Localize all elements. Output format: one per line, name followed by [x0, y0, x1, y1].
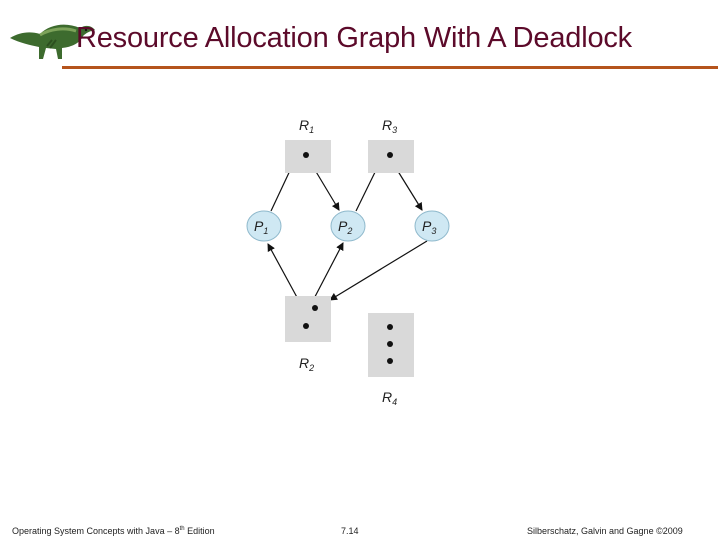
resource-label: R3	[382, 117, 397, 135]
resource-r2: R2	[285, 296, 331, 373]
process-node	[330, 210, 366, 242]
resource-label: R1	[299, 117, 314, 135]
resource-label: R2	[299, 355, 314, 373]
process-p1: P1	[246, 210, 282, 242]
resource-instance-dot	[387, 324, 393, 330]
resource-label: R4	[382, 389, 397, 407]
process-label: P3	[422, 218, 436, 236]
slide-title: Resource Allocation Graph With A Deadloc…	[76, 22, 632, 54]
resource-instance-dot	[303, 323, 309, 329]
footer-authors: Silberschatz, Galvin and Gagne ©2009	[527, 526, 683, 536]
footer-edition-suffix: Edition	[184, 526, 215, 536]
resource-instance-dot	[387, 341, 393, 347]
resource-instance-dot	[312, 305, 318, 311]
process-node	[414, 210, 450, 242]
footer-edition-sup: th	[179, 526, 185, 532]
footer-book-title-main: Operating System Concepts with Java – 8	[12, 526, 180, 536]
edge-p3-r2	[329, 240, 428, 301]
process-label: P1	[254, 218, 268, 236]
resource-box	[285, 296, 331, 342]
resource-instance-dot	[303, 152, 309, 158]
resource-instance-dot	[387, 358, 393, 364]
page-number: 7.14	[341, 526, 359, 536]
process-p3: P3	[414, 210, 450, 242]
resource-r1: R1	[285, 117, 331, 173]
footer-book-title: Operating System Concepts with Java – 8t…	[12, 526, 215, 536]
process-label: P2	[338, 218, 352, 236]
resource-r4: R4	[368, 313, 414, 407]
process-p2: P2	[330, 210, 366, 242]
dinosaur-icon	[10, 24, 95, 59]
resource-instance-dot	[387, 152, 393, 158]
title-rule	[62, 66, 718, 69]
resource-r3: R3	[368, 117, 414, 173]
process-node	[246, 210, 282, 242]
